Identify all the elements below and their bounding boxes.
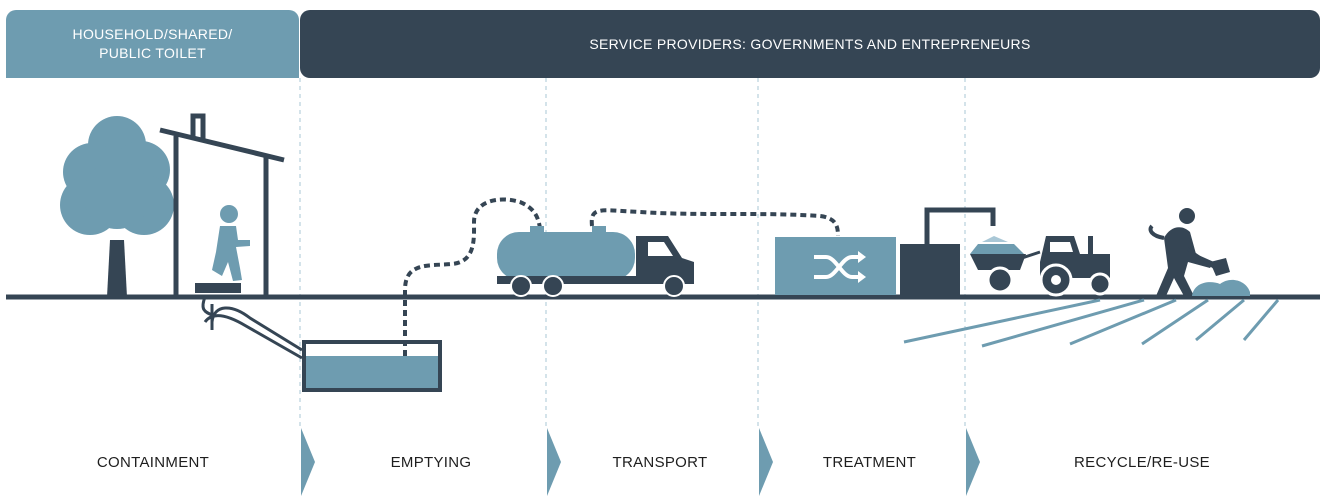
stage-emptying-label: EMPTYING	[390, 453, 472, 471]
stage-treatment: TREATMENT	[774, 448, 965, 476]
stage-treatment-label: TREATMENT	[822, 453, 917, 471]
transfer-hose	[589, 208, 840, 237]
toilet-house-icon	[159, 113, 285, 297]
shuffle-icon	[814, 251, 866, 283]
header-service-providers: SERVICE PROVIDERS: GOVERNMENTS AND ENTRE…	[300, 10, 1320, 78]
farmer-shoveling-icon	[1148, 208, 1250, 296]
treatment-plant-icon	[775, 207, 996, 295]
header-household: HOUSEHOLD/SHARED/ PUBLIC TOILET	[6, 10, 299, 78]
stage-containment-label: CONTAINMENT	[96, 453, 210, 471]
tractor-icon	[1039, 236, 1112, 297]
stage-separators	[299, 78, 966, 428]
drain-pipe	[201, 296, 303, 360]
stage-recycle-reuse: RECYCLE/RE-USE	[981, 448, 1303, 476]
stage-transport: TRANSPORT	[562, 448, 758, 476]
header-service-providers-label: SERVICE PROVIDERS: GOVERNMENTS AND ENTRE…	[589, 35, 1031, 52]
stage-emptying: EMPTYING	[316, 448, 546, 476]
field-furrows-icon	[903, 298, 1280, 348]
stage-recycle-reuse-label: RECYCLE/RE-USE	[1074, 453, 1210, 471]
stage-chevrons	[301, 428, 980, 496]
tanker-truck-icon	[497, 226, 694, 297]
suction-hose-icon	[403, 197, 542, 356]
stage-transport-label: TRANSPORT	[612, 453, 708, 471]
stage-containment: CONTAINMENT	[6, 448, 300, 476]
septic-tank-icon	[302, 340, 442, 392]
person-squatting-icon	[195, 205, 250, 293]
header-household-label: HOUSEHOLD/SHARED/ PUBLIC TOILET	[72, 26, 233, 61]
tree-icon	[60, 116, 174, 297]
wheelbarrow-icon	[970, 236, 1041, 294]
